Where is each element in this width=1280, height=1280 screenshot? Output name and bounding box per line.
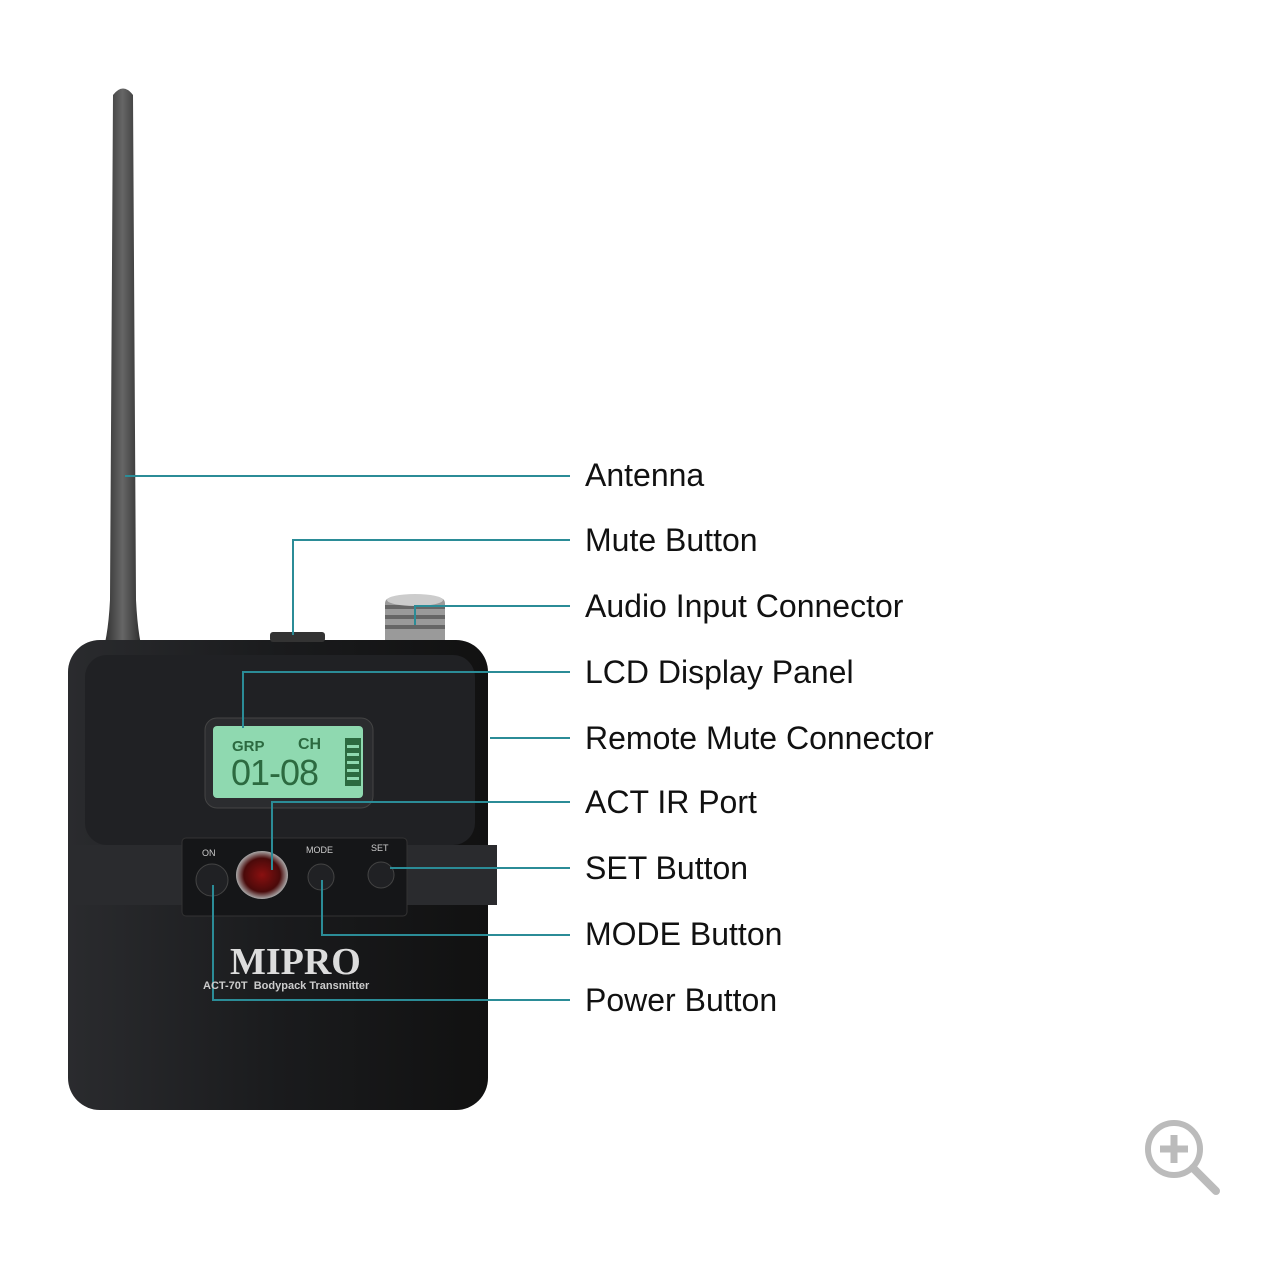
zoom-in-icon bbox=[1145, 1120, 1220, 1195]
set-button[interactable] bbox=[367, 861, 395, 889]
callout-power-button: Power Button bbox=[585, 982, 778, 1018]
callout-act-ir-port: ACT IR Port bbox=[585, 784, 757, 820]
mode-label: MODE bbox=[306, 845, 333, 855]
act-ir-port bbox=[236, 851, 288, 899]
leader-lines bbox=[125, 475, 570, 1001]
brand-logo: MIPRO bbox=[230, 941, 361, 983]
transmitter-body bbox=[68, 632, 497, 1110]
callout-set-button: SET Button bbox=[585, 850, 749, 886]
callout-mute-button: Mute Button bbox=[585, 522, 758, 558]
battery-icon bbox=[345, 738, 361, 786]
callout-antenna: Antenna bbox=[585, 457, 705, 493]
lcd-ch-label: CH bbox=[298, 736, 322, 753]
callout-audio-input-connector: Audio Input Connector bbox=[585, 588, 904, 624]
lcd-grp-label: GRP bbox=[232, 738, 265, 755]
callout-lcd-display-panel: LCD Display Panel bbox=[585, 654, 854, 690]
model-label: ACT-70T Bodypack Transmitter bbox=[203, 980, 370, 992]
zoom-in-button[interactable] bbox=[1138, 1115, 1228, 1205]
on-label: ON bbox=[202, 848, 216, 858]
mute-button[interactable] bbox=[270, 632, 325, 642]
set-label: SET bbox=[371, 843, 389, 853]
callout-remote-mute-connector: Remote Mute Connector bbox=[585, 720, 934, 756]
lcd-value: 01-08 bbox=[231, 752, 319, 793]
lcd-display-panel bbox=[213, 726, 363, 798]
antenna bbox=[100, 88, 145, 660]
callout-mode-button: MODE Button bbox=[585, 916, 783, 952]
